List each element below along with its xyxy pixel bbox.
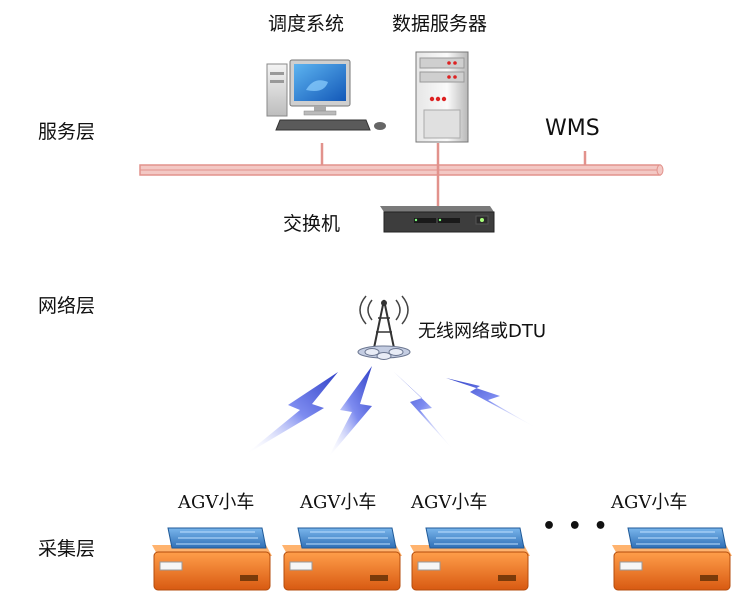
wms-label: WMS [545,116,600,141]
switch-icon [380,206,495,233]
agv-cart-3 [410,527,530,591]
agv-label-1: AGV小车 [178,492,255,513]
network-bus [139,164,664,176]
wireless-tower-icon [357,295,411,360]
switch-label: 交换机 [283,213,341,235]
network-layer-label: 网络层 [38,295,96,317]
agv-label-3: AGV小车 [411,492,488,513]
ellipsis: • • • [542,514,610,539]
collection-layer-label: 采集层 [38,538,96,560]
agv-cart-2 [282,527,402,591]
agv-label-2: AGV小车 [300,492,377,513]
agv-cart-4 [612,527,732,591]
data-server-label: 数据服务器 [392,13,488,35]
computer-icon [266,59,386,131]
wireless-label: 无线网络或DTU [418,321,547,342]
agv-label-4: AGV小车 [611,492,688,513]
server-icon [415,51,469,143]
agv-cart-1 [152,527,272,591]
dispatch-system-label: 调度系统 [268,13,345,35]
wireless-signal-icon [245,366,540,458]
service-layer-label: 服务层 [38,121,96,143]
